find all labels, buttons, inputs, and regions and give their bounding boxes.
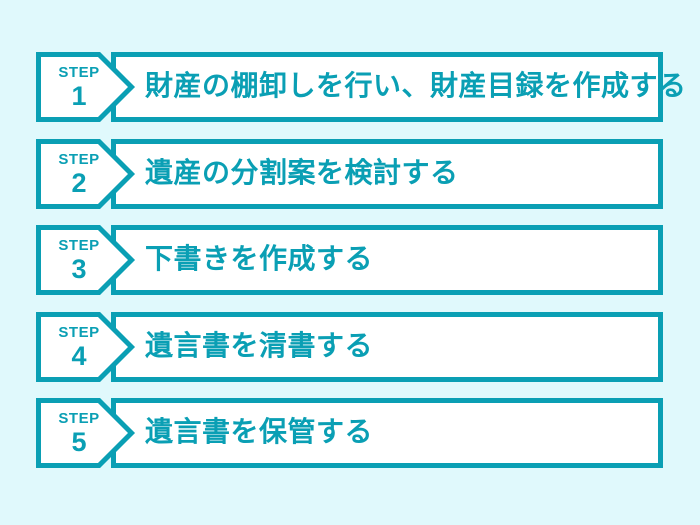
step-box: 下書きを作成する	[111, 225, 663, 295]
step-badge: STEP 2	[36, 139, 138, 209]
step-arrow-icon	[36, 398, 136, 468]
step-box: 遺言書を清書する	[111, 312, 663, 382]
step-text: 下書きを作成する	[145, 243, 374, 274]
step-row: 遺言書を清書する STEP 4	[0, 312, 700, 382]
step-badge: STEP 5	[36, 398, 138, 468]
step-box: 遺言書を保管する	[111, 398, 663, 468]
step-arrow-icon	[36, 52, 136, 122]
step-arrow-icon	[36, 225, 136, 295]
step-badge: STEP 3	[36, 225, 138, 295]
step-row: 下書きを作成する STEP 3	[0, 225, 700, 295]
step-arrow-icon	[36, 312, 136, 382]
step-text: 遺言書を保管する	[145, 416, 374, 447]
step-box: 遺産の分割案を検討する	[111, 139, 663, 209]
step-arrow-icon	[36, 139, 136, 209]
step-text: 財産の棚卸しを行い、財産目録を作成する	[145, 70, 687, 101]
step-row: 財産の棚卸しを行い、財産目録を作成する STEP 1	[0, 52, 700, 122]
step-box: 財産の棚卸しを行い、財産目録を作成する	[111, 52, 686, 122]
step-text: 遺産の分割案を検討する	[145, 157, 459, 188]
step-badge: STEP 4	[36, 312, 138, 382]
step-row: 遺産の分割案を検討する STEP 2	[0, 139, 700, 209]
step-text: 遺言書を清書する	[145, 330, 374, 361]
step-row: 遺言書を保管する STEP 5	[0, 398, 700, 468]
step-badge: STEP 1	[36, 52, 138, 122]
